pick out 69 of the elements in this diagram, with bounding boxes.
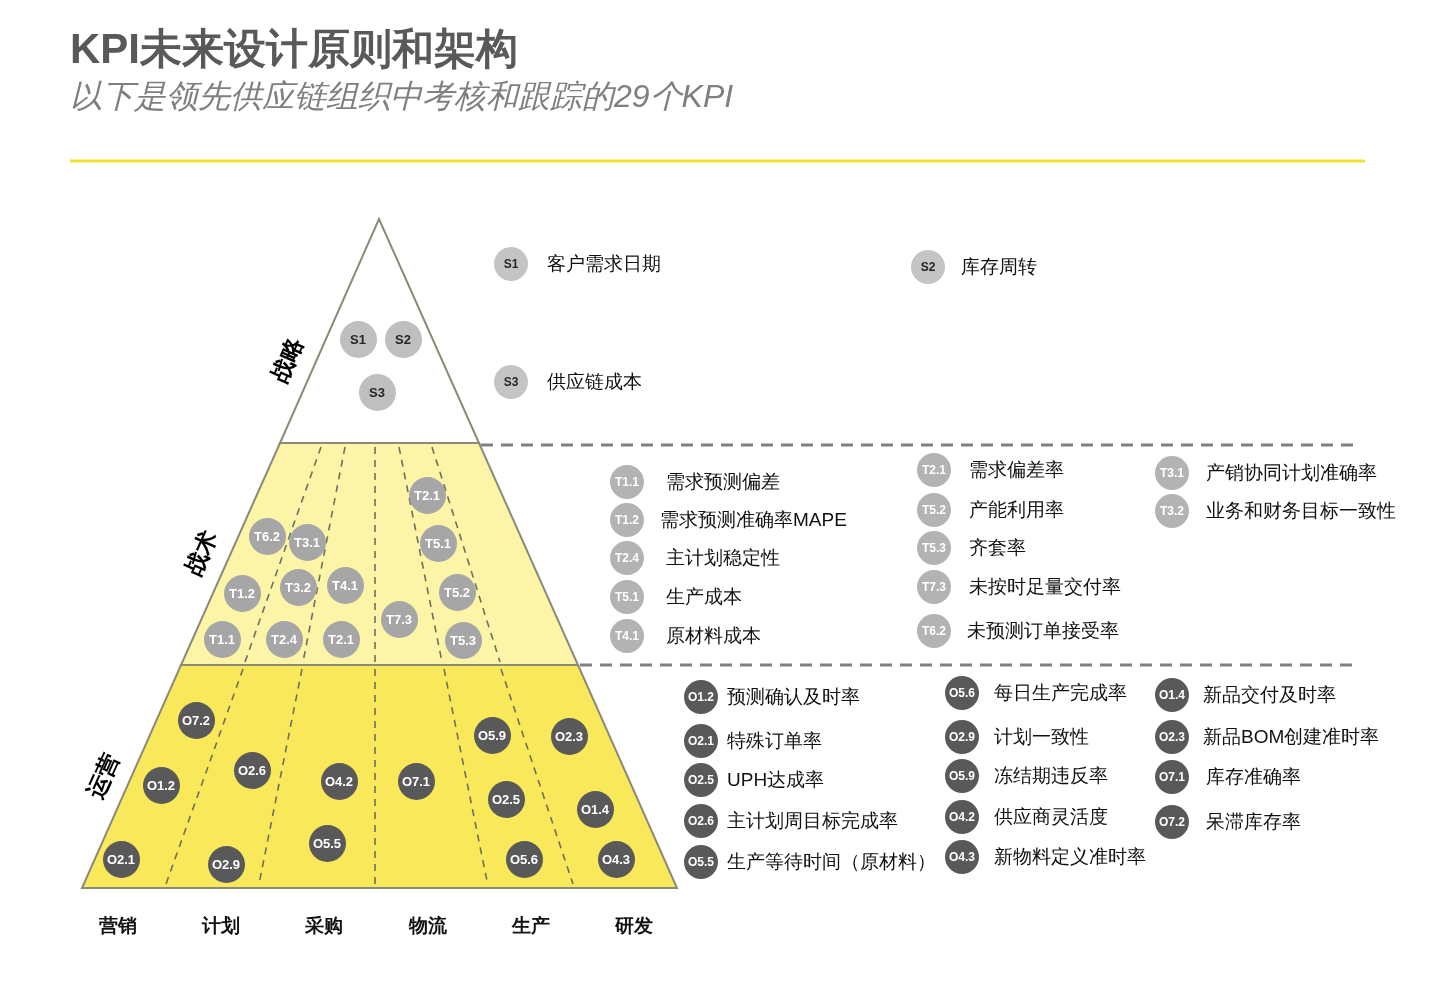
page-subtitle: 以下是领先供应链组织中考核和跟踪的29个KPI [70, 77, 734, 116]
kpi-description: 主计划稳定性 [666, 546, 780, 570]
kpi-code-badge: O2.1 [684, 724, 718, 758]
kpi-description: 产能利用率 [969, 498, 1064, 522]
kpi-code-badge: O2.9 [945, 720, 979, 754]
kpi-description: 主计划周目标完成率 [727, 809, 898, 833]
kpi-description: 需求预测准确率MAPE [660, 508, 847, 532]
kpi-description: 冻结期违反率 [994, 764, 1108, 788]
kpi-description: 呆滞库存率 [1206, 810, 1301, 834]
tier-heading: 战术 [179, 526, 223, 580]
kpi-code-badge: O5.6 [945, 676, 979, 710]
kpi-description: 库存周转 [961, 255, 1037, 279]
column-label: 采购 [305, 914, 343, 938]
kpi-code-badge: T1.2 [610, 503, 644, 537]
kpi-description: 需求预测偏差 [666, 470, 780, 494]
kpi-description: 新物料定义准时率 [994, 845, 1146, 869]
column-label: 计划 [202, 914, 240, 938]
kpi-code-badge: T2.1 [917, 453, 951, 487]
kpi-description: 业务和财务目标一致性 [1206, 499, 1396, 523]
kpi-description: 未预测订单接受率 [967, 619, 1119, 643]
kpi-code-badge: T5.1 [610, 580, 644, 614]
kpi-description: 客户需求日期 [547, 252, 661, 276]
kpi-description: 原材料成本 [666, 624, 761, 648]
kpi-code-badge: O2.3 [1155, 720, 1189, 754]
kpi-description: 生产成本 [666, 585, 742, 609]
kpi-code-badge: T5.3 [917, 531, 951, 565]
kpi-code-badge: T2.4 [610, 541, 644, 575]
kpi-code-badge: T5.2 [917, 493, 951, 527]
kpi-code-badge: T1.1 [610, 465, 644, 499]
column-label: 研发 [615, 914, 653, 938]
kpi-description: 新品BOM创建准时率 [1203, 725, 1380, 749]
kpi-code-badge: S1 [494, 247, 528, 281]
kpi-description: 预测确认及时率 [727, 685, 860, 709]
column-label: 营销 [99, 914, 137, 938]
kpi-description: 未按时足量交付率 [969, 575, 1121, 599]
kpi-code-badge: T7.3 [917, 570, 951, 604]
tier-heading: 运营 [81, 749, 125, 803]
kpi-description: 计划一致性 [994, 725, 1089, 749]
kpi-code-badge: T3.1 [1155, 456, 1189, 490]
kpi-code-badge: O2.5 [684, 763, 718, 797]
kpi-code-badge: O7.1 [1155, 760, 1189, 794]
kpi-code-badge: S2 [911, 250, 945, 284]
kpi-code-badge: T3.2 [1155, 494, 1189, 528]
kpi-description: UPH达成率 [727, 768, 825, 792]
kpi-description: 需求偏差率 [969, 458, 1064, 482]
tier-heading: 战略 [265, 333, 309, 387]
kpi-code-badge: T6.2 [917, 614, 951, 648]
kpi-code-badge: O2.6 [684, 804, 718, 838]
column-label: 物流 [409, 914, 447, 938]
kpi-code-badge: S3 [494, 365, 528, 399]
kpi-description: 齐套率 [969, 536, 1026, 560]
kpi-code-badge: O1.4 [1155, 678, 1189, 712]
kpi-description: 产销协同计划准确率 [1206, 461, 1377, 485]
kpi-description: 库存准确率 [1206, 765, 1301, 789]
kpi-description: 供应商灵活度 [994, 805, 1108, 829]
kpi-description: 供应链成本 [547, 370, 642, 394]
kpi-code-badge: O5.5 [684, 845, 718, 879]
kpi-description: 生产等待时间（原材料） [727, 850, 936, 874]
kpi-code-badge: O4.2 [945, 800, 979, 834]
kpi-code-badge: T4.1 [610, 619, 644, 653]
kpi-description: 特殊订单率 [727, 729, 822, 753]
kpi-code-badge: O7.2 [1155, 805, 1189, 839]
column-label: 生产 [512, 914, 550, 938]
kpi-code-badge: O5.9 [945, 759, 979, 793]
kpi-code-badge: O4.3 [945, 840, 979, 874]
kpi-description: 新品交付及时率 [1203, 683, 1336, 707]
page-title: KPI未来设计原则和架构 [70, 24, 518, 74]
kpi-description: 每日生产完成率 [994, 681, 1127, 705]
kpi-code-badge: O1.2 [684, 680, 718, 714]
